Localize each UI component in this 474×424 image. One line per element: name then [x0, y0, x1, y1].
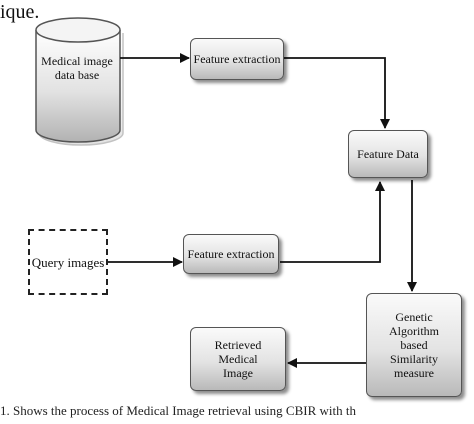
feature-data-node: Feature Data	[348, 130, 428, 178]
arrow-extraction-bottom-to-featuredata	[280, 181, 385, 263]
feature-extraction-top-node: Feature extraction	[190, 38, 284, 80]
figure-caption: 1. Shows the process of Medical Image re…	[0, 403, 356, 418]
genetic-algorithm-similarity-node: Genetic Algorithm based Similarity measu…	[366, 293, 462, 397]
retrieved-medical-image-label: Retrieved Medical Image	[214, 338, 262, 380]
genetic-algorithm-similarity-label: Genetic Algorithm based Similarity measu…	[389, 310, 439, 380]
preceding-text-fragment: ique.	[0, 1, 40, 23]
feature-data-label: Feature Data	[357, 147, 419, 161]
medical-image-database-node: Medical image data base	[34, 8, 120, 158]
database-cylinder-shape	[35, 17, 124, 146]
feature-extraction-bottom-label: Feature extraction	[187, 247, 275, 261]
feature-extraction-bottom-node: Feature extraction	[183, 234, 279, 274]
database-label: Medical image data base	[41, 54, 113, 82]
feature-extraction-top-label: Feature extraction	[193, 52, 281, 66]
query-images-node: Query images	[28, 229, 108, 295]
retrieved-medical-image-node: Retrieved Medical Image	[190, 327, 286, 391]
query-images-label: Query images	[31, 254, 105, 270]
arrow-extraction-to-featuredata	[284, 57, 390, 129]
